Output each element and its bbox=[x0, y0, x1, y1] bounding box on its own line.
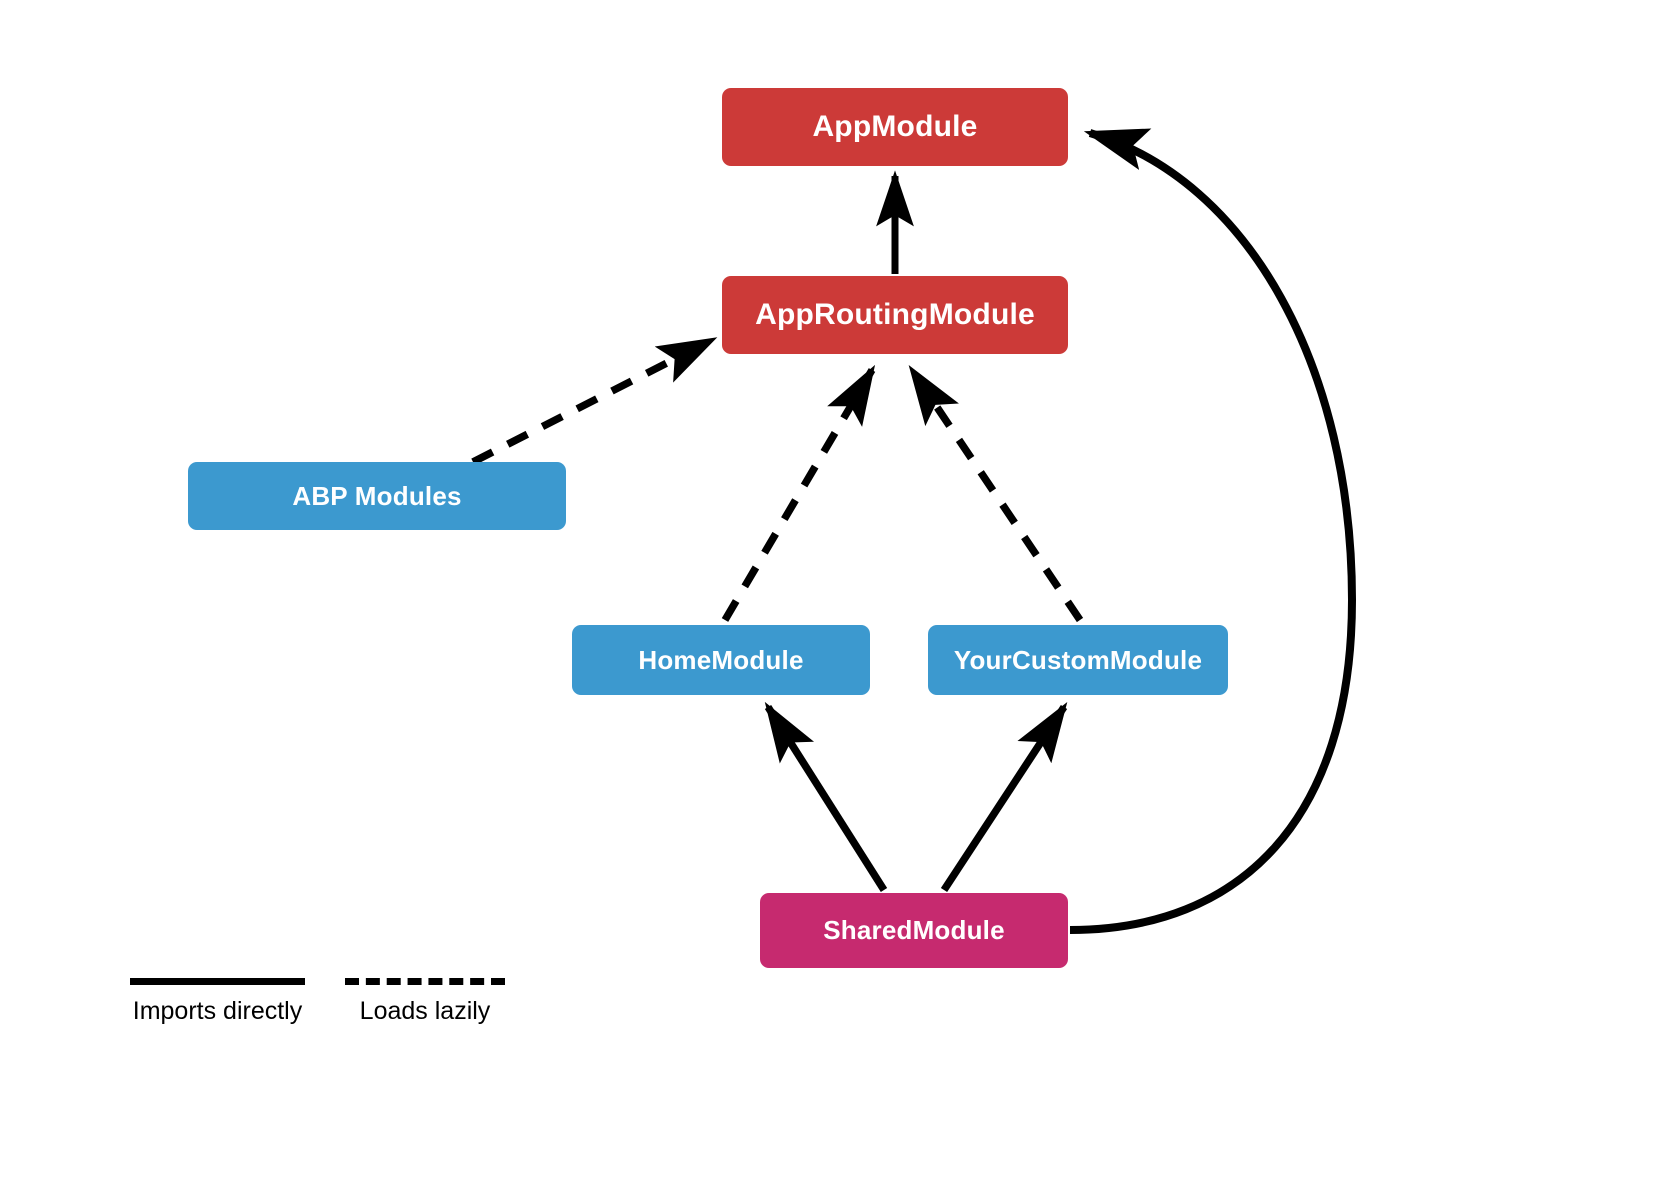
edge-shared-module-to-home-module bbox=[764, 701, 888, 893]
legend-swatch-solid-line bbox=[130, 978, 305, 985]
legend-item-imports-directly: Imports directly bbox=[130, 978, 305, 1026]
legend-swatch-dashed-line bbox=[345, 978, 505, 985]
legend-label-imports-directly: Imports directly bbox=[132, 997, 303, 1025]
edge-shared-module-to-app-module bbox=[1069, 128, 1357, 934]
node-shared-module[interactable]: SharedModule bbox=[760, 893, 1068, 968]
node-app-module-label: AppModule bbox=[812, 110, 978, 143]
edge-abp-modules-to-app-routing-module bbox=[471, 336, 718, 466]
node-abp-modules[interactable]: ABP Modules bbox=[188, 462, 566, 530]
edge-your-custom-module-to-app-routing-module bbox=[908, 365, 1084, 623]
node-your-custom-module[interactable]: YourCustomModule bbox=[928, 625, 1228, 695]
node-abp-modules-label: ABP Modules bbox=[292, 480, 462, 511]
node-home-module[interactable]: HomeModule bbox=[572, 625, 870, 695]
edge-shared-module-to-your-custom-module bbox=[940, 701, 1068, 893]
node-your-custom-module-label: YourCustomModule bbox=[953, 644, 1203, 675]
node-app-routing-module-label: AppRoutingModule bbox=[755, 298, 1035, 331]
legend-label-loads-lazily: Loads lazily bbox=[359, 997, 491, 1025]
node-home-module-label: HomeModule bbox=[638, 644, 804, 675]
node-shared-module-label: SharedModule bbox=[823, 915, 1005, 945]
node-app-module[interactable]: AppModule bbox=[722, 88, 1068, 166]
legend-item-loads-lazily: Loads lazily bbox=[345, 978, 505, 1026]
legend: Imports directly Loads lazily bbox=[130, 978, 550, 1048]
edge-home-module-to-app-routing-module bbox=[721, 364, 876, 622]
node-app-routing-module[interactable]: AppRoutingModule bbox=[722, 276, 1068, 354]
